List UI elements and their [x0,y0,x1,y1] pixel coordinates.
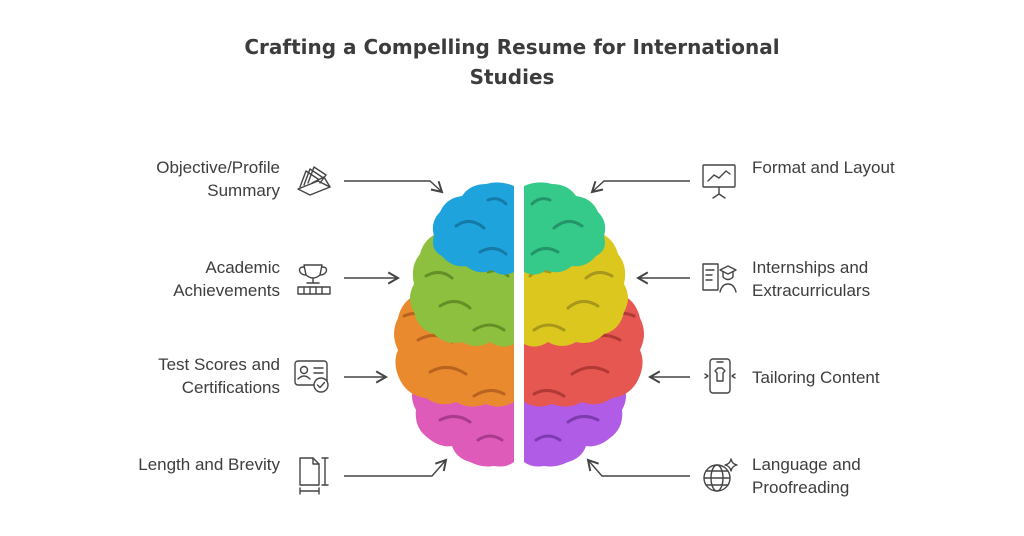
arrow-format-to-brain [590,180,690,194]
mobile-tailoring-icon [704,358,736,394]
label-objective-profile-summary: Objective/Profile Summary [156,158,280,200]
arrow-language-to-brain [586,458,690,477]
label-test-scores-certifications: Test Scores and Certifications [158,355,280,397]
page-title: Crafting a Compelling Resume for Interna… [244,35,780,89]
label-language-proofreading: Language and Proofreading [752,455,861,497]
arrow-length-to-brain [344,458,448,477]
trophy-icon [297,264,331,295]
graduate-documents-icon [702,263,737,293]
brain-lobe-teal [524,182,606,275]
arrow-objective-to-brain [344,180,444,194]
certificate-card-icon [294,360,329,393]
label-internships-extracurriculars: Internships and Extracurriculars [752,258,871,300]
label-length-brevity: Length and Brevity [138,455,280,474]
label-academic-achievements: Academic Achievements [173,258,280,300]
open-book-icon [297,166,331,196]
label-format-layout: Format and Layout [752,158,895,177]
presentation-board-icon [702,164,736,199]
brain-right-hemisphere [524,182,644,467]
label-tailoring-content: Tailoring Content [752,368,880,387]
globe-sparkle-icon [703,458,738,492]
brain-left-hemisphere [394,182,514,467]
document-ruler-icon [299,457,329,495]
brain-lobe-blue [432,182,514,275]
